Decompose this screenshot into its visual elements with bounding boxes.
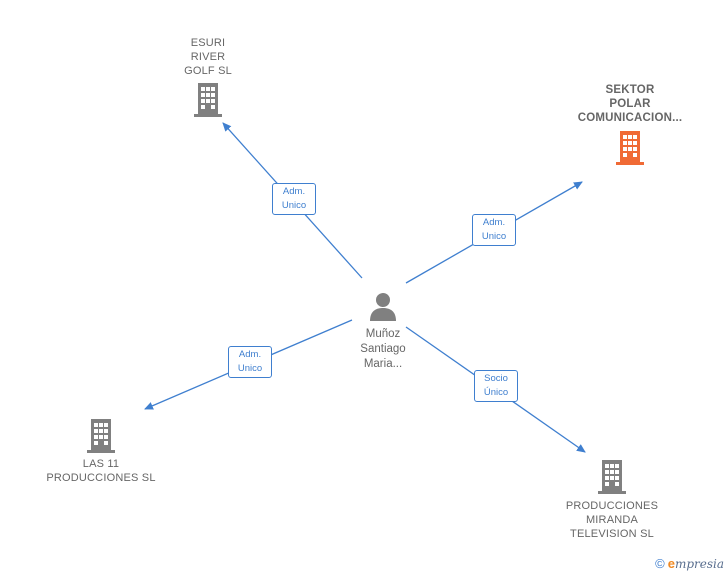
building-icon	[194, 83, 222, 117]
person-label[interactable]: Muñoz Santiago Maria...	[360, 328, 406, 370]
building-icon	[616, 131, 644, 165]
building-icon	[87, 419, 115, 453]
empresia-logo: empresia	[668, 556, 724, 571]
relation-badge-sektor[interactable]: Adm. Unico	[472, 214, 516, 246]
company-node-sektor[interactable]: SEKTOR POLAR COMUNICACION...	[560, 83, 700, 165]
company-label-sektor[interactable]: SEKTOR POLAR COMUNICACION...	[577, 84, 683, 124]
relation-badge-miranda[interactable]: Socio Único	[474, 370, 518, 402]
person-node[interactable]: Muñoz Santiago Maria...	[343, 291, 423, 372]
company-label-esuri[interactable]: ESURI RIVER GOLF SL	[184, 37, 232, 77]
company-node-miranda[interactable]: PRODUCCIONES MIRANDA TELEVISION SL	[547, 460, 677, 541]
company-node-esuri[interactable]: ESURI RIVER GOLF SL	[158, 36, 258, 117]
company-label-miranda[interactable]: PRODUCCIONES MIRANDA TELEVISION SL	[565, 500, 659, 540]
person-icon	[370, 293, 396, 321]
building-icon	[598, 460, 626, 494]
brand-rest: mpresia	[674, 557, 724, 571]
copyright-icon: ©	[655, 556, 665, 571]
brand-initial: e	[667, 556, 675, 571]
relation-badge-las11[interactable]: Adm. Unico	[228, 346, 272, 378]
relation-badge-esuri[interactable]: Adm. Unico	[272, 183, 316, 215]
footer-brand: © empresia	[655, 556, 724, 571]
company-label-las11[interactable]: LAS 11 PRODUCCIONES SL	[46, 458, 156, 484]
company-node-las11[interactable]: LAS 11 PRODUCCIONES SL	[36, 419, 166, 485]
